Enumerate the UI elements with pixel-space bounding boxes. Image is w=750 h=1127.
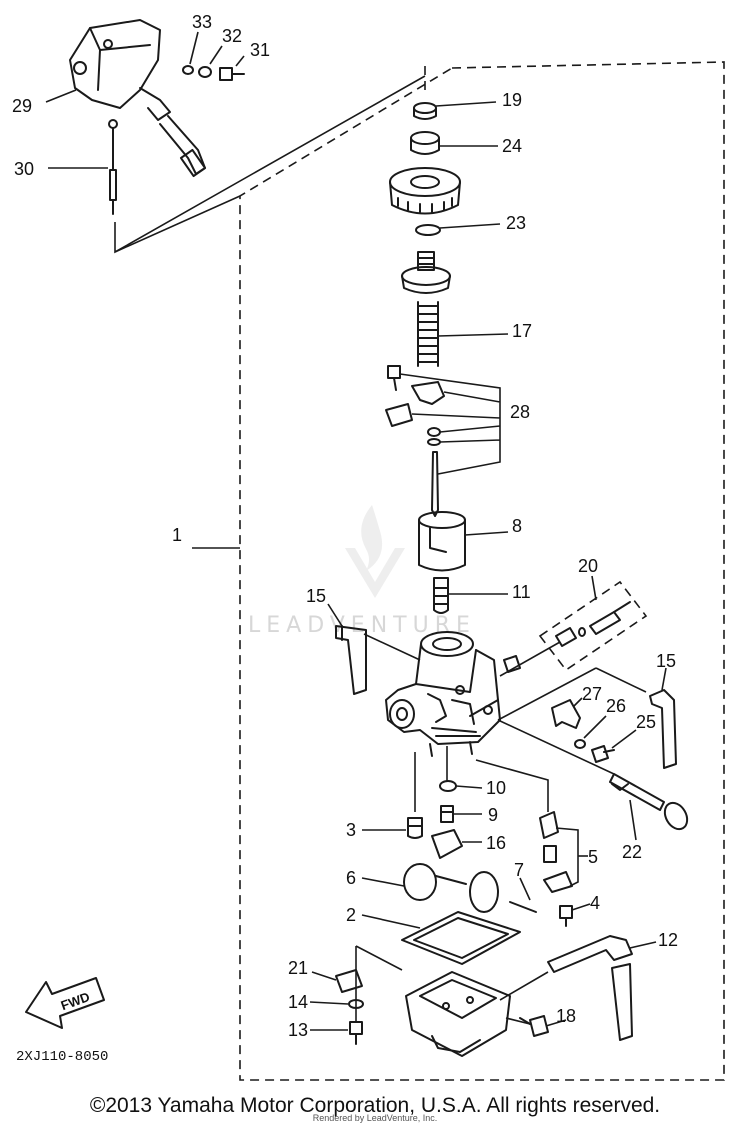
plate-16 — [431, 829, 463, 859]
bracket-21 — [335, 969, 363, 993]
callout-9: 9 — [488, 805, 498, 825]
callout-23: 23 — [506, 213, 526, 233]
throttle-stop-screw-22 — [609, 773, 689, 831]
hose-right-link — [497, 667, 647, 721]
float-chamber-gasket-2 — [401, 911, 521, 965]
callout-10: 10 — [486, 778, 506, 798]
cap-19 — [413, 102, 437, 120]
plunger-cap — [401, 251, 451, 294]
watermark-text: LEADVENTURE — [248, 613, 476, 638]
callout-6: 6 — [346, 868, 356, 888]
screw-25 — [591, 745, 615, 763]
pilot-screw-set-20 — [538, 580, 648, 672]
main-jet-9 — [440, 805, 454, 823]
float-valve-set-5 — [539, 811, 579, 893]
gasket-10 — [439, 780, 457, 792]
leadventure-watermark-logo — [345, 505, 405, 598]
assembly-boundary — [239, 61, 725, 1081]
callout-14: 14 — [288, 992, 308, 1012]
o-ring-23 — [415, 224, 441, 236]
throttle-valve-8 — [418, 511, 466, 572]
needle-jet-11 — [433, 577, 449, 614]
callout-13: 13 — [288, 1020, 308, 1040]
stop-screw-link — [497, 719, 615, 775]
screw-washer-set-top — [182, 65, 245, 81]
cable-nut-24 — [410, 131, 440, 155]
throttle-spring-17 — [417, 301, 439, 367]
callout-11: 11 — [512, 582, 531, 602]
callout-5: 5 — [588, 847, 598, 867]
callout-1: 1 — [172, 525, 182, 545]
float-valve-link — [475, 759, 549, 812]
callouts: 1 2 3 4 5 6 7 8 9 10 11 12 13 14 15 15 1 — [12, 12, 678, 1040]
callout-21: 21 — [288, 958, 308, 978]
forward-arrow-icon: FWD — [25, 977, 105, 1029]
mixing-chamber-top-cap — [389, 167, 461, 215]
throttle-cable — [108, 119, 118, 215]
callout-19: 19 — [502, 90, 522, 110]
callout-12: 12 — [658, 930, 678, 950]
pilot-jet-3 — [407, 817, 423, 839]
screw-13 — [349, 1021, 363, 1045]
callout-24: 24 — [502, 136, 522, 156]
callout-17: 17 — [512, 321, 532, 341]
drain-hose-12 — [547, 935, 633, 1041]
carburetor-body — [385, 631, 521, 757]
lever-connector-line-2 — [114, 195, 241, 253]
float-pin-7 — [509, 901, 537, 913]
callout-15-left: 15 — [306, 586, 326, 606]
callout-22: 22 — [622, 842, 642, 862]
callout-18: 18 — [556, 1006, 576, 1026]
vent-hose-15-left — [335, 625, 367, 695]
float-chamber — [405, 971, 511, 1057]
screw-4 — [559, 905, 573, 927]
callout-30: 30 — [14, 159, 34, 179]
callout-26: 26 — [606, 696, 626, 716]
washer-26 — [574, 739, 586, 749]
callout-7: 7 — [514, 860, 524, 880]
drain-screw-18 — [519, 1015, 549, 1037]
throttle-lever-housing — [69, 19, 207, 178]
callout-29: 29 — [12, 96, 32, 116]
pilot-screw-link — [499, 641, 561, 677]
chamber-links — [355, 945, 549, 1001]
callout-20: 20 — [578, 556, 598, 576]
carburetor-exploded-diagram: LEADVENTURE — [12, 12, 725, 1081]
jet-needle-set-28 — [385, 365, 445, 517]
callout-15-right: 15 — [656, 651, 676, 671]
drawing-code: 2XJ110-8050 — [16, 1049, 108, 1065]
rendered-by-text: Rendered by LeadVenture, Inc. — [312, 1113, 438, 1123]
callout-27: 27 — [582, 684, 602, 704]
callout-16: 16 — [486, 833, 506, 853]
hose-left-link — [363, 633, 421, 661]
callout-31: 31 — [250, 40, 270, 60]
callout-3: 3 — [346, 820, 356, 840]
callout-8: 8 — [512, 516, 522, 536]
callout-25: 25 — [636, 712, 656, 732]
bracket-27 — [551, 699, 581, 729]
callout-2: 2 — [346, 905, 356, 925]
vent-hose-15-right — [649, 689, 677, 769]
callout-4: 4 — [590, 893, 600, 913]
copyright-text: ©2013 Yamaha Motor Corporation, U.S.A. A… — [89, 1094, 661, 1117]
callout-32: 32 — [222, 26, 242, 46]
drain-screw-link — [505, 1017, 531, 1025]
float-6 — [403, 863, 499, 913]
callout-28: 28 — [510, 402, 530, 422]
callout-33: 33 — [192, 12, 212, 32]
